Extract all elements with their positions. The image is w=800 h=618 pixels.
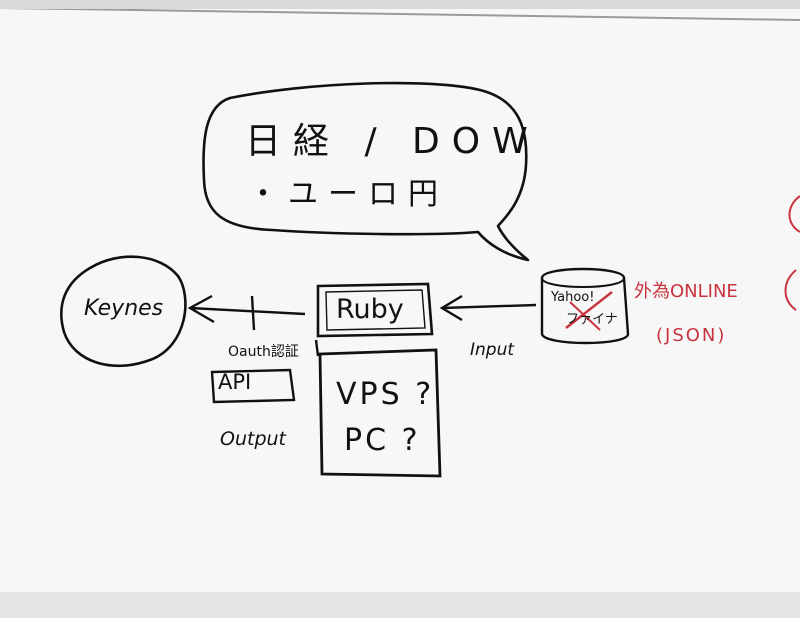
speech-bubble-outline	[202, 81, 530, 262]
database-label-yahoo: Yahoo!	[551, 290, 595, 305]
vps-pc-box-connector	[314, 339, 320, 357]
database-top	[541, 277, 625, 288]
arrow-to-ruby	[441, 303, 537, 310]
database-label-finance: ファイナ	[566, 312, 618, 327]
red-cross-line-2	[569, 301, 601, 331]
output-label: Output	[220, 428, 286, 450]
ruby-box-inner	[325, 289, 426, 331]
api-label: API	[218, 370, 252, 394]
ruby-box	[316, 282, 434, 338]
board-bottom-texture	[0, 592, 800, 618]
json-label: (JSON)	[656, 325, 727, 346]
board-frame-top	[0, 0, 800, 9]
input-label: Input	[470, 340, 515, 360]
keynes-label: Keynes	[84, 296, 164, 321]
bubble-line-euro-yen: ・ユーロ円	[248, 177, 448, 212]
bubble-line-nikkei-dow: 日経 / DOW	[245, 121, 540, 162]
pc-label: PC ?	[344, 423, 421, 458]
oauth-label: Oauth認証	[228, 344, 299, 360]
arrow-tick	[250, 295, 256, 331]
board-top-edge	[0, 7, 800, 21]
keynes-circle	[60, 255, 187, 368]
database-cylinder	[540, 267, 630, 345]
arrow-to-keynes-head	[187, 294, 215, 324]
vps-pc-box	[318, 348, 442, 478]
red-cross-line-1	[565, 291, 613, 329]
online-label: 外為ONLINE	[634, 281, 738, 302]
red-paren-1	[788, 195, 800, 233]
ruby-label: Ruby	[336, 294, 404, 325]
api-box	[210, 368, 296, 404]
vps-label: VPS ?	[336, 377, 435, 412]
arrow-to-keynes	[189, 306, 306, 316]
arrow-to-ruby-head	[439, 294, 463, 322]
red-paren-2	[784, 269, 797, 311]
